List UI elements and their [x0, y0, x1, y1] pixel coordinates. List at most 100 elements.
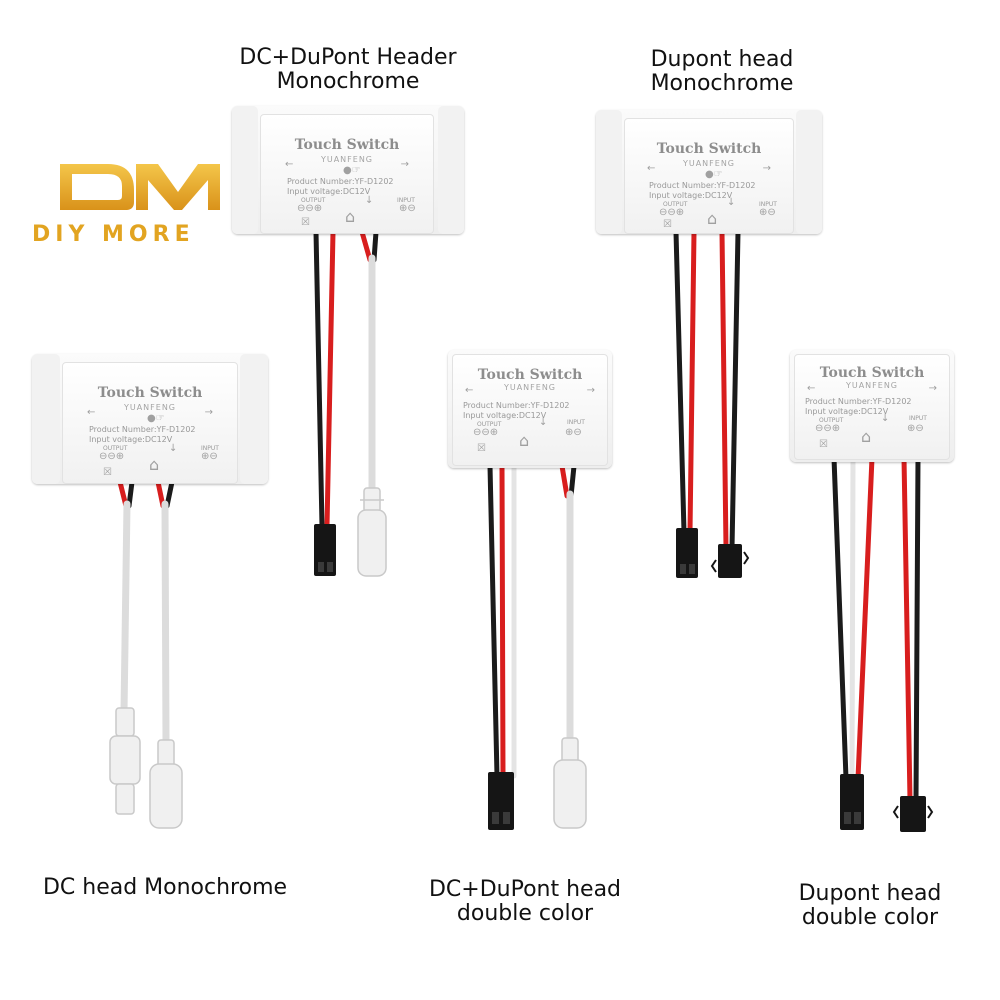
module-input-voltage: Input voltage:DC12V [463, 411, 547, 420]
module-product-number: Product Number:YF-D1202 [649, 181, 756, 190]
polarity-icon: ⊖⊖⊕ [815, 423, 841, 434]
arrow-left-icon: ← [285, 159, 294, 170]
dupont-connector [840, 774, 864, 830]
recycle-bin-icon: ☒ [301, 217, 310, 228]
wire-black [673, 229, 687, 535]
wire-red [855, 455, 875, 781]
wire-red [359, 229, 373, 263]
arrow-right-icon: → [204, 407, 213, 418]
dupont-connector [314, 524, 336, 576]
home-icon: ⌂ [519, 431, 530, 450]
logo-brand-text: DIY MORE [32, 222, 195, 247]
module-input-voltage: Input voltage:DC12V [805, 407, 889, 416]
arrow-down-icon: ↓ [727, 197, 736, 208]
polarity-icon: ⊕⊖ [759, 207, 776, 218]
module-product-number: Product Number:YF-D1202 [805, 397, 912, 406]
wire-black [913, 455, 921, 803]
touch-switch-module-c: Touch Switch YUANFENG ← → ●☞ Product Num… [32, 354, 268, 484]
touch-icon: ●☞ [705, 169, 723, 180]
module-product-number: Product Number:YF-D1202 [463, 401, 570, 410]
input-label: INPUT [397, 197, 415, 204]
output-label: OUTPUT [663, 201, 688, 208]
module-maker: YUANFENG [503, 383, 557, 392]
polarity-icon: ⊕⊖ [565, 427, 582, 438]
home-icon: ⌂ [345, 207, 356, 226]
dm-logo-mark [60, 164, 220, 210]
home-icon: ⌂ [861, 427, 872, 446]
polarity-icon: ⊕⊖ [399, 203, 416, 214]
module-maker: YUANFENG [682, 159, 736, 168]
home-icon: ⌂ [707, 209, 718, 228]
dc-male-plug [109, 707, 141, 815]
dc-female-plug [553, 737, 587, 829]
wire-red [499, 463, 506, 779]
wire-black [313, 229, 325, 529]
wire-red [324, 229, 336, 529]
arrow-down-icon: ↓ [881, 413, 890, 424]
arrow-right-icon: → [762, 163, 771, 174]
arrow-left-icon: ← [647, 163, 656, 174]
arrow-down-icon: ↓ [365, 195, 374, 206]
dupont-connector [488, 772, 514, 830]
recycle-bin-icon: ☒ [663, 219, 672, 230]
output-label: OUTPUT [819, 417, 844, 424]
arrow-left-icon: ← [465, 385, 474, 396]
recycle-bin-icon: ☒ [103, 467, 112, 478]
module-product-number: Product Number:YF-D1202 [89, 425, 196, 434]
output-label: OUTPUT [477, 421, 502, 428]
input-label: INPUT [201, 445, 219, 452]
polarity-icon: ⊖⊖⊕ [473, 427, 499, 438]
module-title: Touch Switch [97, 385, 203, 401]
wire-red [901, 455, 913, 803]
module-title: Touch Switch [819, 365, 925, 381]
module-input-voltage: Input voltage:DC12V [287, 187, 371, 196]
module-title: Touch Switch [656, 141, 762, 157]
polarity-icon: ⊖⊖⊕ [659, 207, 685, 218]
diymore-logo: DIY MORE [30, 158, 250, 258]
touch-icon: ●☞ [343, 165, 361, 176]
wire-red [687, 229, 697, 535]
recycle-bin-icon: ☒ [477, 443, 486, 454]
touch-switch-module-b: Touch Switch YUANFENG ← → ●☞ Product Num… [596, 110, 822, 234]
wire-black [487, 463, 500, 779]
input-label: INPUT [759, 201, 777, 208]
dupont-connector [892, 796, 934, 832]
arrow-left-icon: ← [87, 407, 96, 418]
recycle-bin-icon: ☒ [819, 439, 828, 450]
dc-female-plug [149, 739, 183, 829]
touch-switch-module-e: Touch Switch YUANFENG ← → Product Number… [790, 350, 954, 462]
caption-bottom-left: DC head Monochrome [42, 875, 288, 900]
wire-black [831, 455, 849, 781]
touch-switch-module-a: Touch Switch YUANFENG ← → ●☞ Product Num… [232, 106, 464, 234]
output-label: OUTPUT [103, 445, 128, 452]
module-maker: YUANFENG [845, 381, 899, 390]
module-maker: YUANFENG [123, 403, 177, 412]
module-title: Touch Switch [294, 137, 400, 153]
module-input-voltage: Input voltage:DC12V [649, 191, 733, 200]
arrow-right-icon: → [400, 159, 409, 170]
wire-red [559, 463, 570, 499]
wire-red [719, 229, 729, 551]
wire-black [371, 229, 379, 263]
module-product-number: Product Number:YF-D1202 [287, 177, 394, 186]
wire-white [849, 455, 856, 781]
module-title: Touch Switch [477, 367, 583, 383]
touch-switch-module-d: Touch Switch YUANFENG ← → Product Number… [448, 350, 612, 468]
arrow-down-icon: ↓ [539, 417, 548, 428]
dc-female-plug [357, 487, 387, 577]
arrow-right-icon: → [586, 385, 595, 396]
polarity-icon: ⊖⊖⊕ [99, 451, 125, 462]
wire-black [729, 229, 741, 551]
dupont-connector [710, 544, 750, 578]
touch-icon: ●☞ [147, 413, 165, 424]
output-label: OUTPUT [301, 197, 326, 204]
arrow-down-icon: ↓ [169, 443, 178, 454]
input-label: INPUT [567, 419, 585, 426]
polarity-icon: ⊕⊖ [201, 451, 218, 462]
arrow-left-icon: ← [807, 383, 816, 394]
